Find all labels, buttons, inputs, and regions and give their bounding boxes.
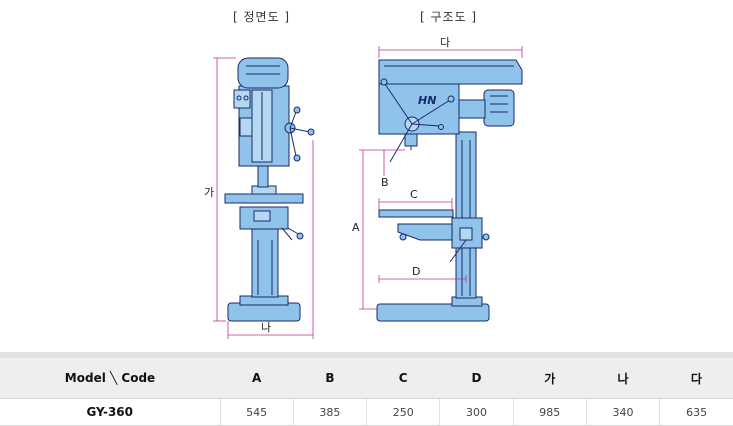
struct-base [376,303,490,322]
header-na: 나 [586,352,660,399]
header-b: B [293,352,367,399]
table-row: GY-360 545 385 250 300 985 340 635 [0,398,733,426]
struct-table [378,209,454,218]
spec-table-header-row: Model ╲ Code A B C D 가 나 다 [0,352,733,399]
front-view-machine [224,57,315,322]
front-base [227,302,301,322]
header-a: A [220,352,294,399]
spec-table: Model ╲ Code A B C D 가 나 다 GY-360 545 38… [0,352,733,426]
cell-na: 340 [585,398,660,426]
structure-view-dimensions: 다 A B C D [352,36,523,310]
label-c: C [410,188,418,201]
label-ga: 가 [204,186,214,199]
label-b: B [381,176,389,189]
label-a: A [352,221,360,234]
struct-table-arm [397,223,453,241]
cell-ga: 985 [512,398,587,426]
front-view-dimensions: 가 나 [204,57,314,339]
cell-c: 250 [366,398,440,426]
cell-da: 635 [659,398,733,426]
header-da: 다 [659,352,733,399]
label-d: D [412,265,420,278]
cell-b: 385 [292,398,367,426]
header-d: D [439,352,514,399]
front-motor [237,57,289,89]
structure-view-caption: [ 구조도 ] [420,10,478,24]
drill-press-drawing: .m { fill: #8fc3ea; stroke: #1a2a6c; str… [204,36,523,339]
struct-column [455,131,477,299]
label-na: 나 [261,321,271,334]
struct-motor [483,89,515,127]
struct-top-cover [378,59,523,85]
structure-view-machine: HN [376,59,523,322]
header-ga: 가 [513,352,587,399]
cell-d: 300 [439,398,514,426]
label-da: 다 [440,36,450,49]
cell-model: GY-360 [0,398,220,426]
header-c: C [366,352,440,399]
cell-a: 545 [219,398,294,426]
front-view-caption: [ 정면도 ] [233,10,291,24]
label-hn: HN [418,94,436,107]
front-table [224,193,304,204]
header-model-code: Model ╲ Code [0,352,220,399]
